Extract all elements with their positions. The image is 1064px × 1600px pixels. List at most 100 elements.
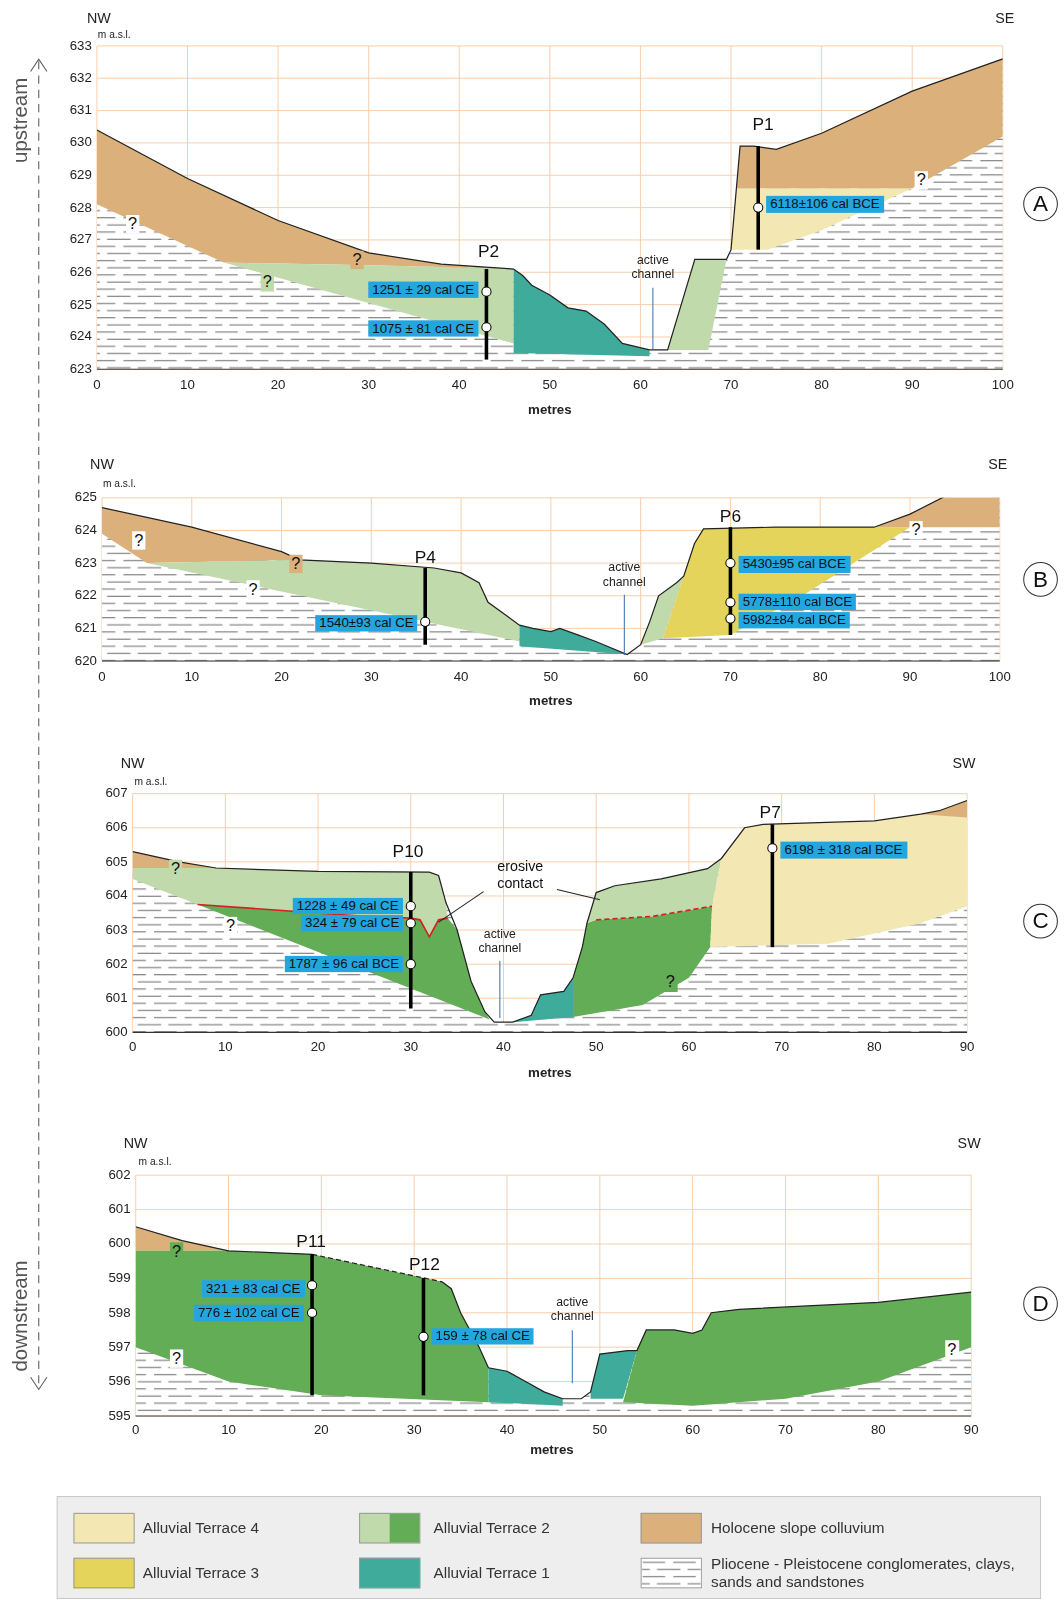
tick-label: 40	[454, 670, 469, 685]
tick-label: 40	[496, 1040, 511, 1055]
tick-label: 629	[70, 168, 92, 183]
channel-label: active channel	[544, 1295, 601, 1324]
tick-label: 627	[70, 232, 92, 247]
tick-label: 20	[311, 1040, 326, 1055]
grid-line	[97, 78, 1003, 79]
grid-line	[97, 369, 1003, 370]
tick-label: 50	[543, 670, 558, 685]
channel-label: active channel	[624, 253, 681, 282]
grid-line	[410, 794, 411, 1033]
node-text: 1228 ± 49 cal CE	[297, 898, 399, 913]
tick-label: 598	[108, 1305, 130, 1320]
profile-log	[310, 1254, 314, 1395]
terrace-unit	[663, 527, 910, 638]
terrace-unit	[519, 625, 627, 654]
hatch-fill	[642, 1559, 701, 1588]
legend-swatch	[73, 1558, 134, 1589]
bedrock	[102, 498, 1000, 661]
ground-surface	[136, 1227, 312, 1255]
legend-swatch	[359, 1558, 420, 1589]
tick-label: 60	[633, 378, 648, 393]
tick-label: 0	[93, 378, 100, 393]
terrace-unit	[102, 508, 299, 563]
terrace-unit	[147, 560, 520, 642]
tick-label: 601	[108, 1202, 130, 1217]
channel-label: active channel	[471, 926, 528, 955]
grid-line	[133, 1032, 967, 1033]
compass-label: NW	[87, 10, 111, 26]
node-text: 6198 ± 318 cal BCE	[784, 842, 902, 857]
section-letter: D	[1023, 1286, 1058, 1321]
tick-label: 50	[589, 1040, 604, 1055]
uncertain-mark: ?	[261, 273, 274, 292]
tick-label: 0	[132, 1423, 139, 1438]
node-text: 5982±84 cal BCE	[743, 612, 846, 627]
ground-surface	[97, 59, 1003, 350]
date-box: 6198 ± 318 cal BCE	[780, 842, 906, 858]
erosive-contact	[596, 906, 712, 920]
tick-label: 597	[108, 1340, 130, 1355]
x-axis	[133, 1032, 967, 1033]
uncertain-mark: ?	[246, 580, 259, 599]
tick-label: 90	[960, 1040, 975, 1055]
date-box: 5982±84 cal BCE	[739, 612, 850, 628]
axis-title: metres	[528, 1066, 571, 1081]
leader-line	[557, 890, 600, 900]
tick-label: 30	[407, 1423, 422, 1438]
x-axis	[97, 369, 1003, 370]
axis-title: metres	[529, 694, 572, 709]
profile-name: P2	[478, 242, 499, 262]
contact-label: erosive contact	[488, 858, 553, 891]
axis-title: metres	[528, 402, 571, 417]
node-text: D	[1032, 1290, 1048, 1317]
arrow-head	[31, 59, 47, 71]
tick-label: 605	[105, 854, 127, 869]
bedrock	[133, 800, 967, 1032]
profile-name: P4	[415, 548, 436, 568]
tick-label: 625	[70, 297, 92, 312]
sample-point	[754, 203, 763, 212]
date-box: 1251 ± 29 cal CE	[368, 282, 478, 298]
date-box: 776 ± 102 cal CE	[194, 1305, 304, 1321]
tick-label: 70	[774, 1040, 789, 1055]
terrace-unit	[573, 906, 712, 1017]
node-text: 5430±95 cal BCE	[743, 556, 846, 571]
tick-label: 603	[105, 922, 127, 937]
tick-label: 70	[723, 670, 738, 685]
sample-point	[482, 287, 491, 296]
grid-line	[503, 794, 504, 1033]
grid-line	[102, 497, 1000, 498]
uncertain-mark: ?	[945, 1340, 958, 1359]
section-letter: C	[1023, 904, 1058, 939]
grid-line	[97, 45, 1003, 46]
terrace-unit	[874, 498, 1000, 527]
tick-label: 632	[70, 71, 92, 86]
profile-name: P7	[760, 803, 781, 823]
terrace-unit	[97, 130, 505, 268]
tick-label: 50	[592, 1423, 607, 1438]
leader-line	[652, 288, 653, 349]
channel-label: active channel	[596, 560, 653, 589]
tick-label: 40	[500, 1423, 515, 1438]
date-box: 324 ± 79 cal CE	[301, 915, 403, 931]
tick-label: 20	[271, 378, 286, 393]
legend-text: Alluvial Terrace 4	[143, 1519, 259, 1537]
tick-label: 626	[70, 265, 92, 280]
grid-line	[136, 1209, 971, 1210]
uncertain-mark: ?	[169, 860, 182, 879]
tick-label: 30	[403, 1040, 418, 1055]
leader-line	[624, 595, 625, 655]
legend-swatch	[73, 1513, 134, 1544]
profile-log	[423, 568, 427, 645]
terrace-unit	[623, 1292, 971, 1405]
legend-text: Pliocene - Pleistocene conglomerates, cl…	[711, 1555, 1017, 1592]
compass-label: NW	[124, 1134, 148, 1150]
uncertain-mark: ?	[915, 171, 928, 190]
tick-label: 599	[108, 1271, 130, 1286]
section-letter: A	[1023, 187, 1058, 222]
legend-text: Holocene slope colluvium	[711, 1519, 885, 1537]
node-text: 1787 ± 96 cal BCE	[289, 956, 399, 971]
grid-line	[97, 110, 1003, 111]
uncertain-mark: ?	[132, 531, 145, 550]
